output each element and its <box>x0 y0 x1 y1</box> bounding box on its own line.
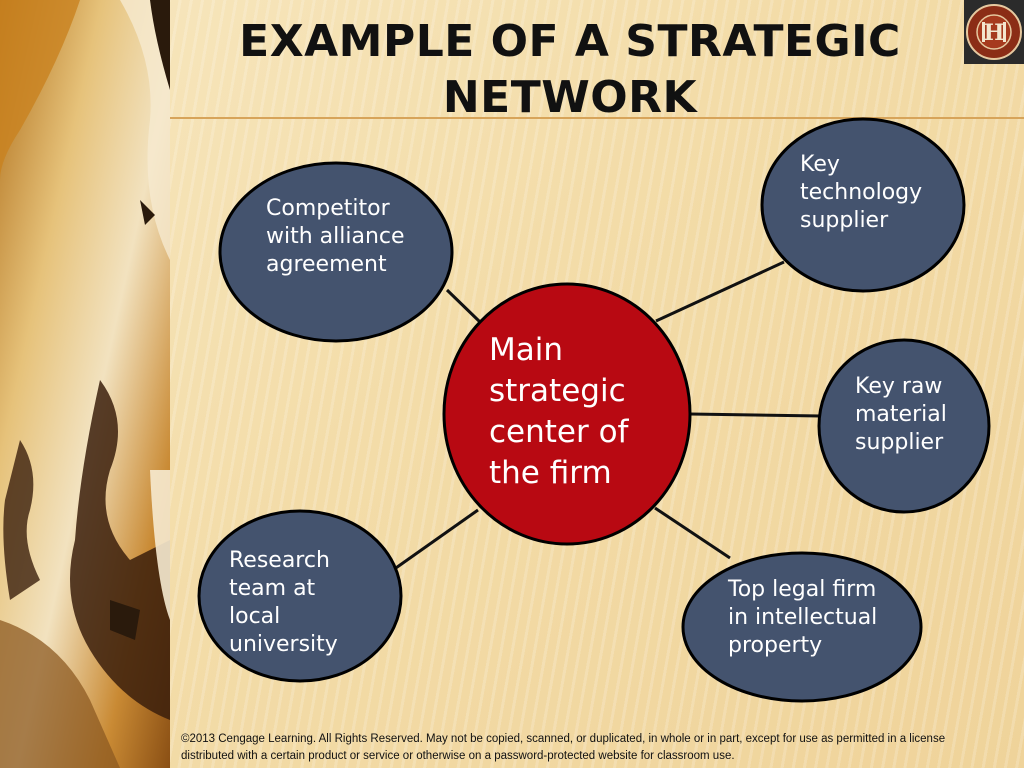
copyright-notice: ©2013 Cengage Learning. All Rights Reser… <box>181 733 946 762</box>
publisher-logo: H <box>964 0 1024 64</box>
svg-text:H: H <box>984 20 1005 46</box>
node-legal <box>681 551 923 703</box>
node-technology <box>760 117 966 293</box>
node-label-raw-material: Key raw material supplier <box>855 374 947 456</box>
node-raw-material <box>817 338 991 514</box>
node-research <box>197 509 403 683</box>
node-label-main-center: Main strategic center of the firm <box>489 332 629 491</box>
node-label-technology: Key technology supplier <box>800 152 923 234</box>
partner-nodes <box>197 117 991 703</box>
node-label-competitor: Competitor with alliance agreement <box>266 196 405 278</box>
node-competitor <box>218 161 454 343</box>
connector-raw-material <box>689 412 822 418</box>
connector-research <box>392 508 479 572</box>
connector-legal <box>654 506 731 560</box>
node-label-research: Research team at local university <box>229 548 338 658</box>
node-label-legal: Top legal firm in intellectual property <box>728 577 878 659</box>
title-divider <box>170 117 1024 119</box>
connector-competitor <box>445 288 482 324</box>
slide-title: EXAMPLE OF A STRATEGIC NETWORK <box>239 16 901 123</box>
connector-technology <box>655 260 785 323</box>
node-main-center <box>442 282 692 546</box>
decorative-image-panel <box>0 0 170 768</box>
